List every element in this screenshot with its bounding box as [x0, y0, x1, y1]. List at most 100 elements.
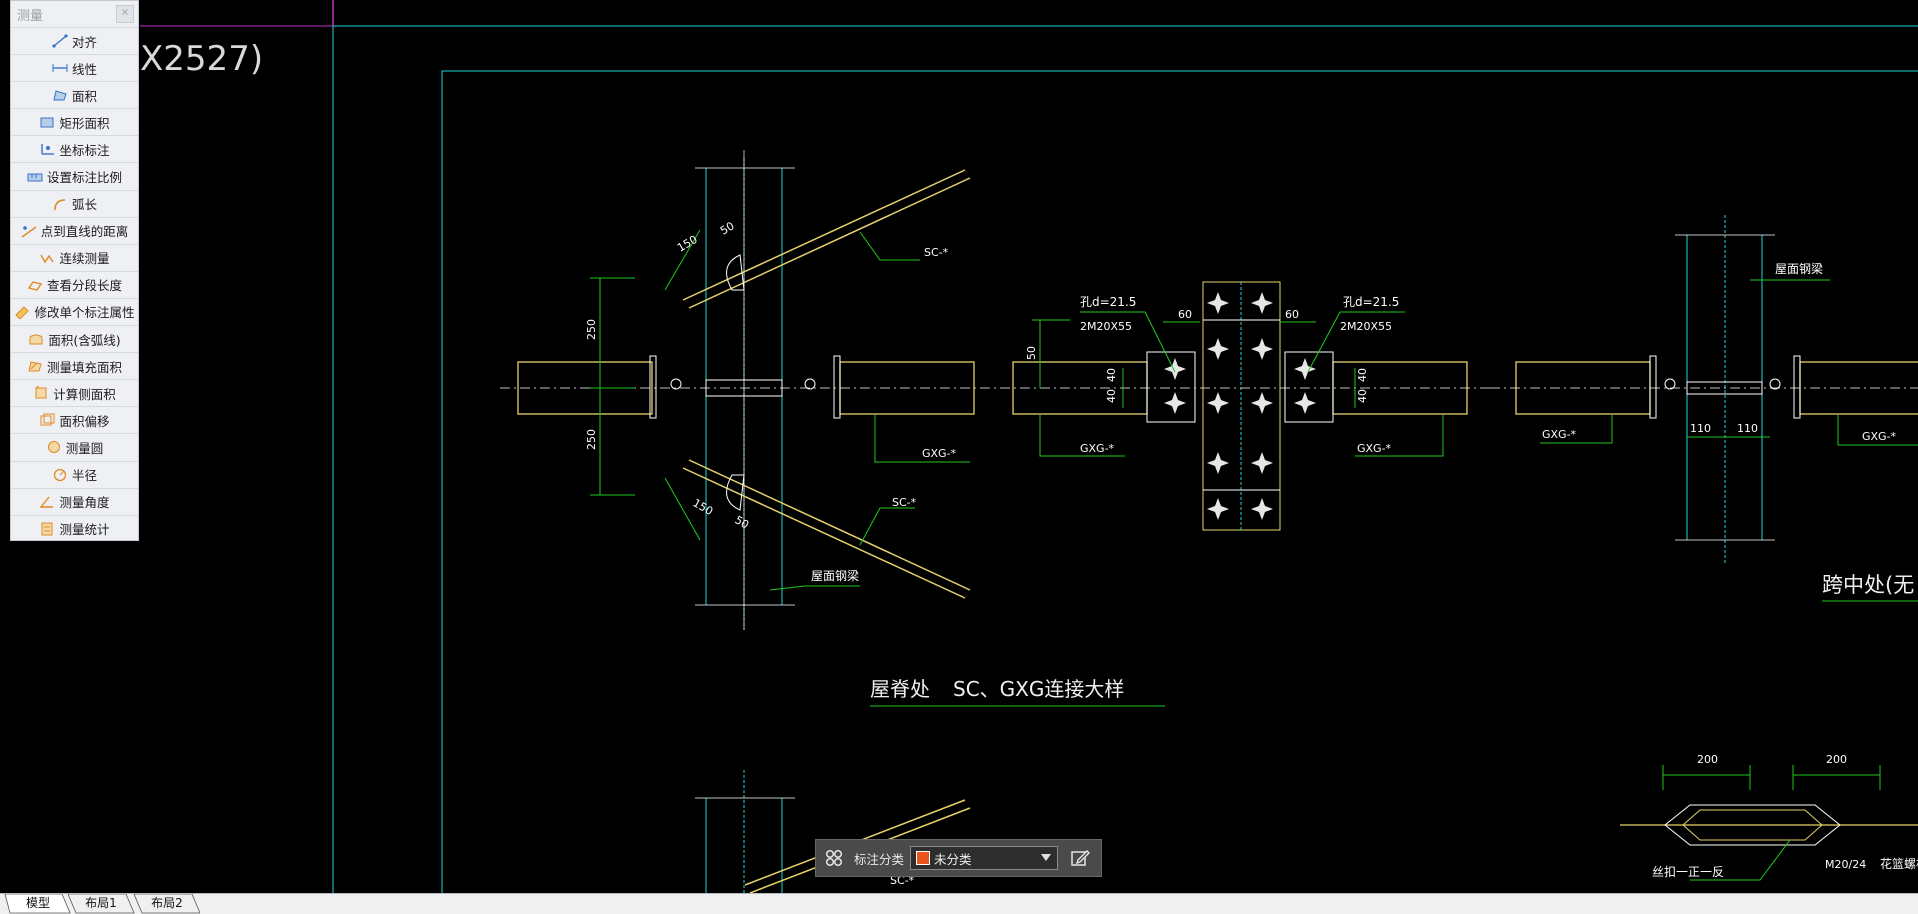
dim-200-right: 200: [1826, 753, 1847, 766]
leader-hole-left: [1080, 311, 1176, 373]
continuous-measure-icon: [39, 251, 55, 265]
measure-tool-circle-measure[interactable]: 测量圆: [11, 433, 138, 460]
arc-area-icon: [28, 332, 44, 346]
coordinate-icon: [39, 142, 55, 156]
side-area-icon: [33, 386, 49, 400]
measure-tool-segment-length[interactable]: 查看分段长度: [11, 270, 138, 298]
label-ridge: 屋脊处: [870, 677, 930, 701]
tab-layout-2[interactable]: 布局2: [151, 896, 183, 910]
edit-icon[interactable]: [1066, 844, 1094, 872]
measure-tool-area[interactable]: 面积: [11, 81, 138, 108]
span-detail-right: 110 110 屋面钢梁 GXG-* GXG-* 跨中处(无: [1490, 215, 1918, 602]
close-icon[interactable]: ×: [116, 5, 134, 23]
dim-250-top: 250: [585, 319, 598, 340]
measure-tool-radius[interactable]: 半径: [11, 460, 138, 488]
dim-40-d: 40: [1356, 389, 1369, 403]
dim-60-left: 60: [1178, 308, 1192, 321]
measure-tool-arc-area[interactable]: 面积(含弧线): [11, 325, 138, 352]
measure-tool-coordinate[interactable]: 坐标标注: [11, 135, 138, 162]
annotation-category-label: 标注分类: [854, 851, 905, 867]
drawing-canvas[interactable]: X2527) 250 250 150 50: [0, 0, 1918, 893]
end-plate-left: [649, 355, 657, 419]
measure-tool-continuous-measure[interactable]: 连续测量: [11, 243, 138, 271]
rectangle-area-icon: [39, 115, 55, 129]
gusset-bottom: [726, 474, 745, 511]
measure-tool-label: 点到直线的距离: [40, 224, 129, 240]
gusset-top: [726, 254, 745, 291]
measure-tool-label: 修改单个标注属性: [34, 305, 135, 321]
measure-tool-side-area[interactable]: 计算侧面积: [11, 379, 138, 406]
span-connector: [1686, 381, 1763, 395]
label-bolt-right: 2M20X55: [1340, 320, 1392, 333]
label-roof-beam-left: 屋面钢梁: [811, 568, 859, 583]
dim-110-right: 110: [1737, 422, 1758, 435]
aligned-dimension-icon: [52, 34, 68, 48]
tab-model[interactable]: 模型: [25, 896, 50, 910]
scale-icon: [27, 170, 43, 184]
leader-gxg-3: [1355, 415, 1444, 457]
measure-tool-point-line-distance[interactable]: 点到直线的距离: [11, 216, 138, 244]
grid-icon[interactable]: [820, 844, 848, 872]
measure-panel[interactable]: 测量 × 对齐线性面积矩形面积坐标标注设置标注比例弧长点到直线的距离连续测量查看…: [10, 0, 139, 541]
leader-sc-top: [859, 231, 920, 261]
bolt-right: [804, 378, 816, 390]
measure-tool-arc-length[interactable]: 弧长: [11, 189, 138, 217]
measure-panel-header[interactable]: 测量 ×: [11, 1, 138, 27]
label-sc-lower: SC-*: [890, 874, 915, 887]
bolted-plate-detail: 50 40 40 40 40 60 60 孔d=21.5 2M20X55 孔d=…: [1000, 281, 1490, 531]
connector-plate: [705, 379, 783, 397]
label-screw-note: 丝扣一正一反: [1652, 865, 1724, 879]
annotation-category-value: 未分类: [934, 851, 972, 867]
span-end-plate-right: [1793, 355, 1801, 419]
measure-tool-linear-dimension[interactable]: 线性: [11, 54, 138, 81]
cad-drawing[interactable]: X2527) 250 250 150 50: [0, 0, 1918, 893]
measure-tool-label: 连续测量: [59, 251, 110, 267]
measure-tool-label: 对齐: [71, 34, 97, 50]
measure-tool-angle[interactable]: 测量角度: [11, 487, 138, 515]
tab-layout-1[interactable]: 布局1: [85, 896, 117, 910]
label-hole-right: 孔d=21.5: [1343, 295, 1399, 309]
label-m20: M20/24: [1825, 858, 1866, 871]
ridge-detail-left: 250 250 150 50 150 50 SC-* SC-* 屋面钢梁 GXG…: [500, 150, 1000, 630]
label-gxg-5: GXG-*: [1862, 430, 1897, 443]
label-turnbuckle: 花篮螺栓: [1880, 856, 1918, 871]
measure-tool-label: 计算侧面积: [53, 386, 116, 402]
measure-tool-statistics[interactable]: 测量统计: [11, 514, 138, 542]
radius-icon: [52, 468, 68, 482]
measure-tool-label: 半径: [71, 468, 97, 484]
leader-gxg-4: [1540, 415, 1613, 444]
dim-150-bot-ext: [664, 477, 701, 541]
dim-150-bottom: 150: [691, 496, 716, 518]
measure-tool-label: 弧长: [71, 197, 97, 213]
measure-tool-label: 测量统计: [59, 522, 110, 538]
label-span: 跨中处(无: [1822, 573, 1914, 597]
layout-tab-bar: 模型 布局1 布局2: [0, 893, 1918, 914]
dim-110-left: 110: [1690, 422, 1711, 435]
chevron-down-icon[interactable]: [1041, 854, 1052, 861]
turnbuckle-detail: 200 200 丝扣一正一反 M20/24 花篮螺栓: [1620, 753, 1918, 881]
annotation-category-select[interactable]: 未分类: [910, 846, 1059, 870]
measure-tool-aligned-dimension[interactable]: 对齐: [11, 27, 138, 54]
dim-200-left: 200: [1697, 753, 1718, 766]
label-gxg-4: GXG-*: [1542, 428, 1577, 441]
end-plate-right: [833, 355, 841, 419]
dim-40-b: 40: [1105, 389, 1118, 403]
measure-tool-edit-dimension[interactable]: 修改单个标注属性: [11, 297, 138, 325]
label-roof-beam-right: 屋面钢梁: [1775, 261, 1823, 276]
measure-tool-area-offset[interactable]: 面积偏移: [11, 406, 138, 433]
measure-tool-hatch-area[interactable]: 测量填充面积: [11, 352, 138, 379]
point-line-distance-icon: [21, 224, 37, 238]
leader-roof-beam-left: [769, 585, 860, 591]
side-plate-right: [1284, 351, 1334, 423]
measure-tool-label: 测量角度: [59, 495, 110, 511]
label-ridge-connection: SC、GXG连接大样: [953, 677, 1124, 701]
leader-gxg-2: [1039, 415, 1125, 457]
area-icon: [52, 88, 68, 102]
span-bolt-left: [1664, 378, 1676, 390]
category-color-swatch: [916, 851, 931, 865]
bolt-symbols: [1164, 292, 1316, 520]
measure-tool-label: 设置标注比例: [46, 170, 122, 186]
dim-40-a: 40: [1105, 368, 1118, 382]
measure-tool-rectangle-area[interactable]: 矩形面积: [11, 108, 138, 135]
measure-tool-scale[interactable]: 设置标注比例: [11, 162, 138, 189]
